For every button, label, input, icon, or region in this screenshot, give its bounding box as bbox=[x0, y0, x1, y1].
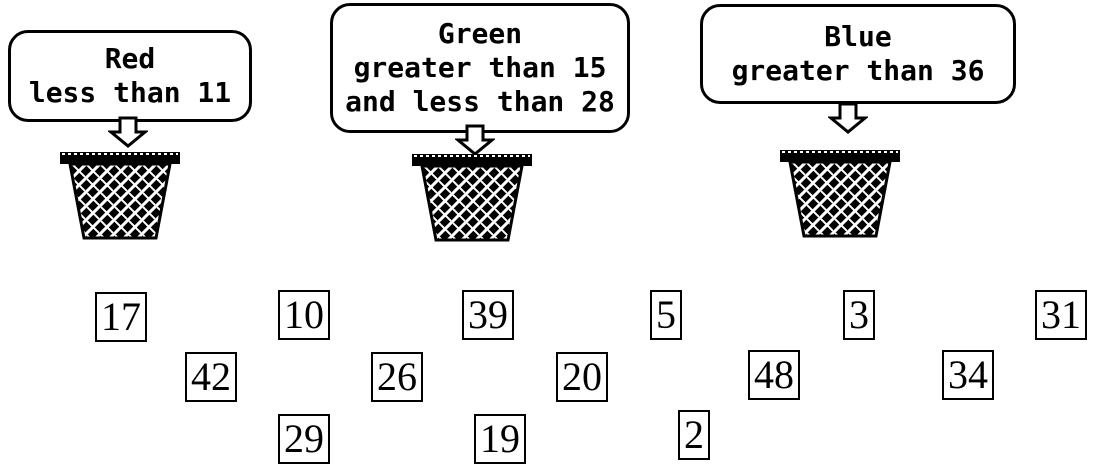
number-tile[interactable]: 34 bbox=[942, 350, 994, 400]
number-tile[interactable]: 31 bbox=[1035, 290, 1087, 340]
number-tile[interactable]: 10 bbox=[278, 290, 330, 340]
number-tile[interactable]: 3 bbox=[843, 290, 875, 340]
number-tile[interactable]: 26 bbox=[371, 352, 423, 402]
basket-icon-red bbox=[58, 150, 182, 242]
rule-red-color-label: Red bbox=[105, 42, 156, 76]
number-tile[interactable]: 19 bbox=[474, 414, 526, 464]
down-arrow-icon bbox=[828, 102, 868, 134]
rule-green-color-label: Green bbox=[438, 17, 522, 51]
basket-icon-green bbox=[410, 152, 534, 244]
basket-icon-blue bbox=[778, 148, 902, 240]
down-arrow-icon bbox=[108, 116, 148, 148]
number-tile[interactable]: 20 bbox=[556, 352, 608, 402]
number-tile[interactable]: 29 bbox=[278, 414, 330, 464]
number-tile[interactable]: 39 bbox=[462, 290, 514, 340]
rule-box-red: Red less than 11 bbox=[8, 30, 252, 122]
number-tile[interactable]: 5 bbox=[650, 290, 682, 340]
rule-blue-color-label: Blue bbox=[824, 20, 891, 54]
rule-blue-condition: greater than 36 bbox=[732, 54, 985, 88]
rule-box-green: Green greater than 15 and less than 28 bbox=[330, 3, 630, 133]
number-tile[interactable]: 2 bbox=[678, 410, 710, 460]
rule-green-condition-2: and less than 28 bbox=[345, 85, 615, 119]
rule-red-condition: less than 11 bbox=[29, 76, 231, 110]
rule-box-blue: Blue greater than 36 bbox=[700, 4, 1016, 104]
number-tile[interactable]: 17 bbox=[95, 292, 147, 342]
rule-green-condition-1: greater than 15 bbox=[354, 51, 607, 85]
number-tile[interactable]: 48 bbox=[748, 350, 800, 400]
number-tile[interactable]: 42 bbox=[185, 352, 237, 402]
